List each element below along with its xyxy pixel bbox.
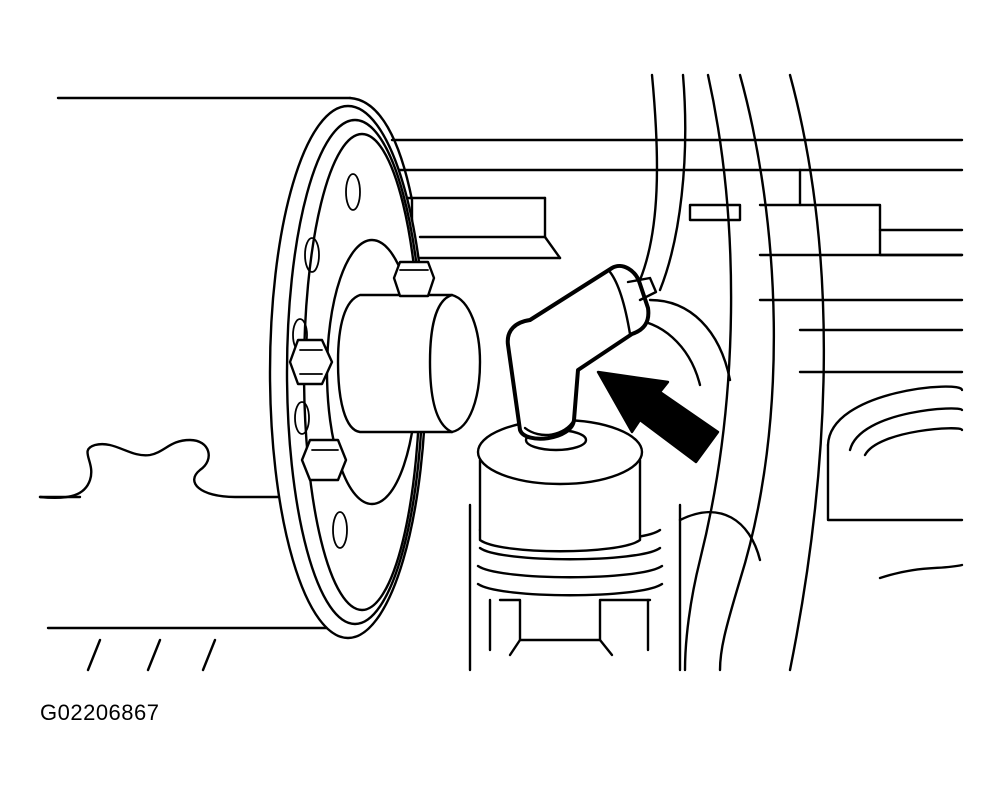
arrow-icon bbox=[596, 370, 720, 464]
hex-bolt-left bbox=[288, 338, 334, 386]
hex-bolt-bottom bbox=[300, 438, 348, 482]
spark-plug bbox=[468, 418, 682, 672]
cylinder-body bbox=[38, 96, 414, 672]
hex-bolt-top bbox=[392, 260, 436, 298]
figure-id-label: G02206867 bbox=[40, 700, 160, 725]
engine-head-outline bbox=[390, 73, 964, 672]
hub-boss bbox=[336, 293, 482, 434]
spark-plug-boot bbox=[505, 264, 658, 441]
